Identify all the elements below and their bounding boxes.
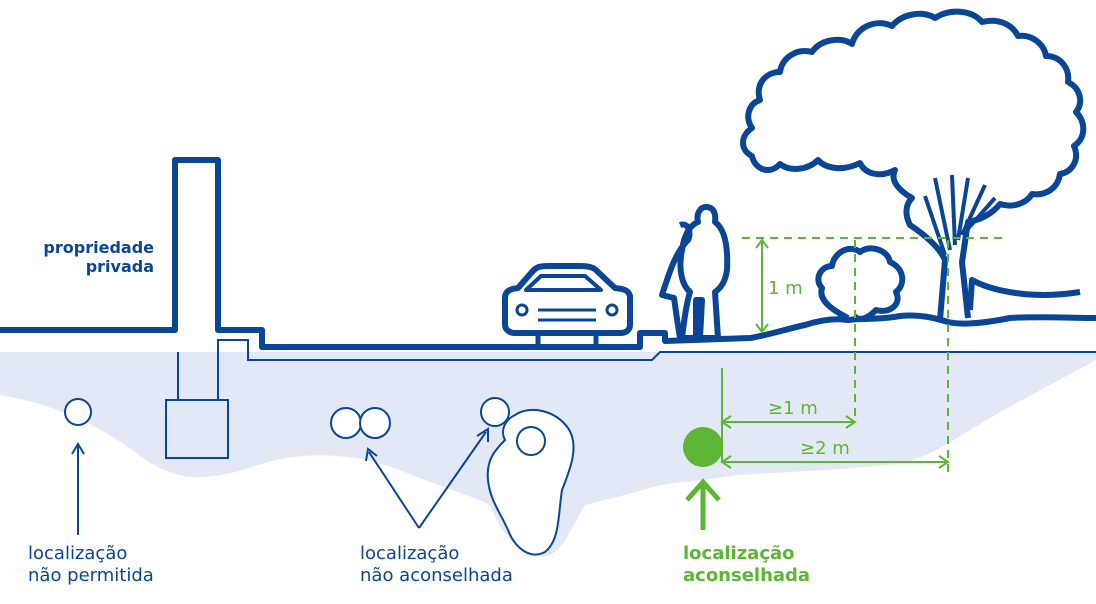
pipe-in-roots <box>516 426 546 456</box>
label-not-recommended: localização não aconselhada <box>360 543 513 586</box>
dim-shrub-distance: ≥1 m <box>768 398 818 419</box>
pedestrians-icon <box>659 204 731 341</box>
label-private-property-line1: propriedade <box>43 238 154 257</box>
pipe-not-recommended-2 <box>359 407 391 439</box>
tree-icon <box>740 8 1087 321</box>
shrub-icon <box>815 245 906 322</box>
root-system-icon <box>486 408 575 556</box>
label-not-recommended-line1: localização <box>360 543 460 564</box>
curb-left <box>217 339 1096 361</box>
arrow-up-icon <box>685 478 721 530</box>
car-icon <box>502 263 633 347</box>
pipe-not-permitted <box>64 398 92 426</box>
pipe-not-recommended-3 <box>480 397 510 427</box>
pipe-recommended <box>683 427 723 467</box>
label-recommended-line2: aconselhada <box>683 564 811 586</box>
ground-line <box>0 157 1096 350</box>
label-recommended: localização aconselhada <box>683 543 810 586</box>
label-not-allowed-line2: não permitida <box>28 564 154 586</box>
wall-foundation <box>165 399 229 459</box>
arrows-not-recommended <box>365 427 489 529</box>
wall-underground <box>177 352 219 400</box>
arrowhead-not-permitted <box>71 442 85 455</box>
label-not-recommended-line2: não aconselhada <box>360 564 513 586</box>
label-private-property-line2: privada <box>85 257 154 277</box>
label-recommended-line1: localização <box>683 543 795 564</box>
label-private-property: propriedade privada <box>30 238 154 276</box>
label-not-allowed-line1: localização <box>28 543 128 564</box>
dimension-lines <box>720 237 1004 478</box>
dim-height: 1 m <box>768 278 803 299</box>
label-not-allowed: localização não permitida <box>28 543 154 586</box>
pipe-not-recommended-1 <box>330 407 362 439</box>
dim-tree-distance: ≥2 m <box>800 438 850 459</box>
